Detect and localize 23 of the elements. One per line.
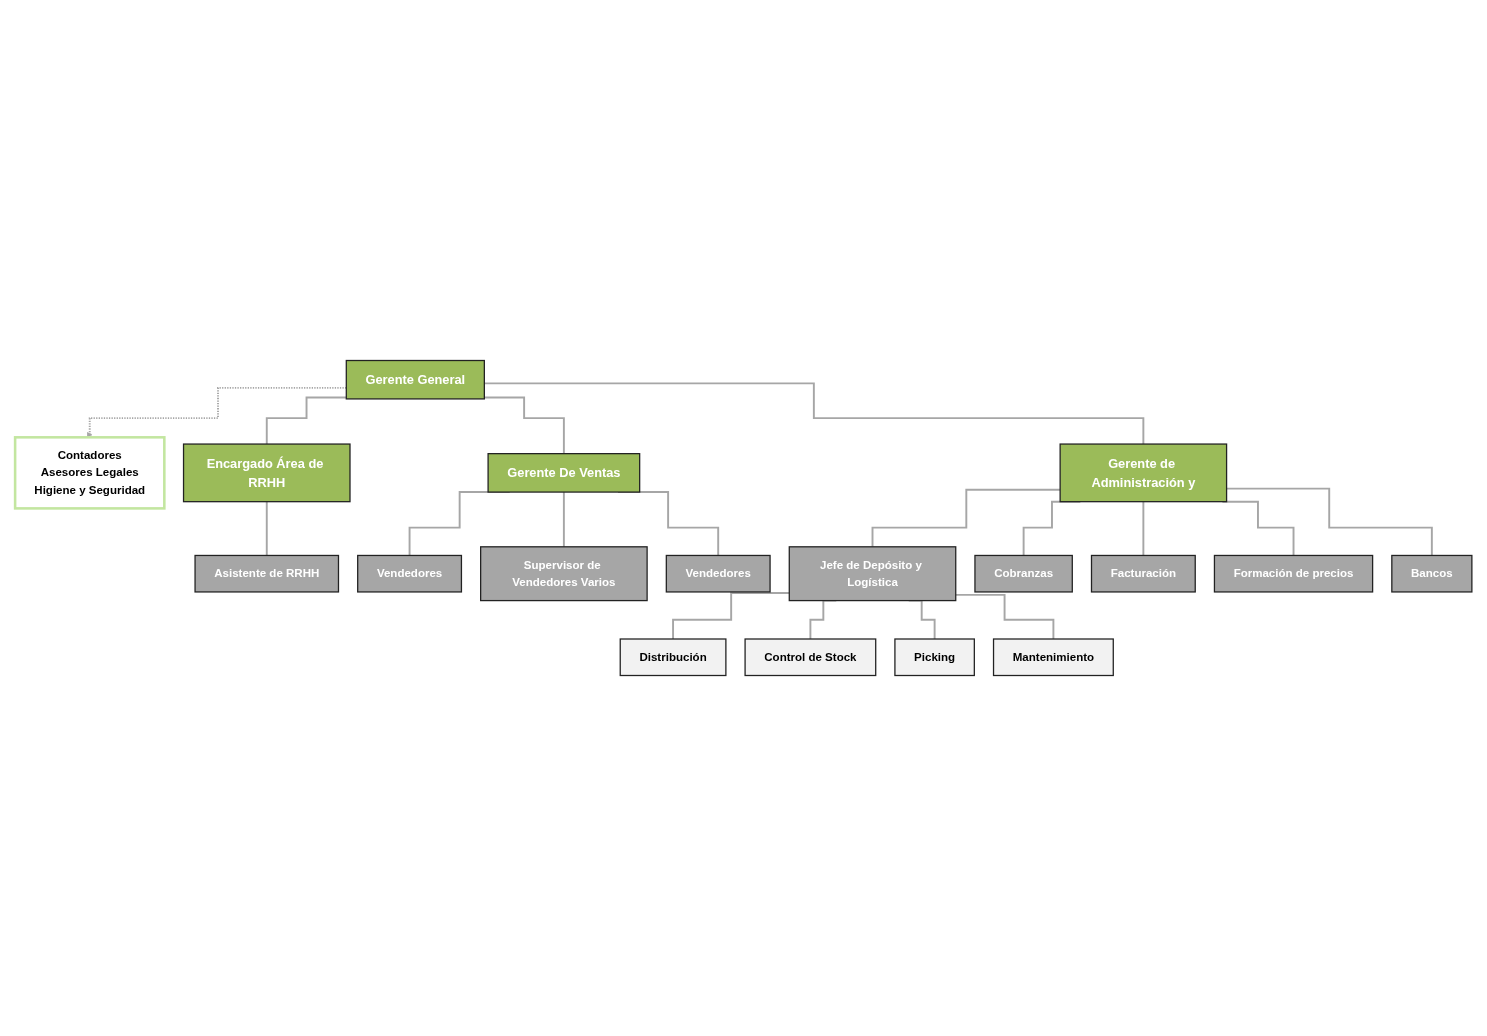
node-box: Gerente General [345,359,485,400]
connector [562,491,565,548]
node-box: Encargado Área de RRHH [182,443,351,503]
node-box: Picking [894,638,975,677]
connector [483,396,565,455]
node-box: Vendedores [357,554,463,593]
connector [1142,500,1145,557]
node-box: Jefe de Depósito y Logística [788,546,957,602]
node-box: Asistente de RRHH [194,554,340,593]
node-box: Vendedores [665,554,771,593]
node-box: Gerente de Administración y [1059,443,1228,503]
node-box: Mantenimiento [992,638,1114,677]
node-box: Supervisor de Vendedores Varios [480,546,648,602]
node-box: Control de Stock [744,638,877,677]
node-box: Cobranzas [974,554,1073,593]
node-box: Contadores Asesores Legales Higiene y Seguridad [13,436,166,510]
node-box: Formación de precios [1213,554,1374,593]
node-box: Gerente De Ventas [487,453,641,493]
node-box: Bancos [1391,554,1473,593]
node-box: Distribución [619,638,727,677]
connector [265,396,348,445]
connector [265,500,268,557]
node-box: Facturación [1090,554,1196,593]
